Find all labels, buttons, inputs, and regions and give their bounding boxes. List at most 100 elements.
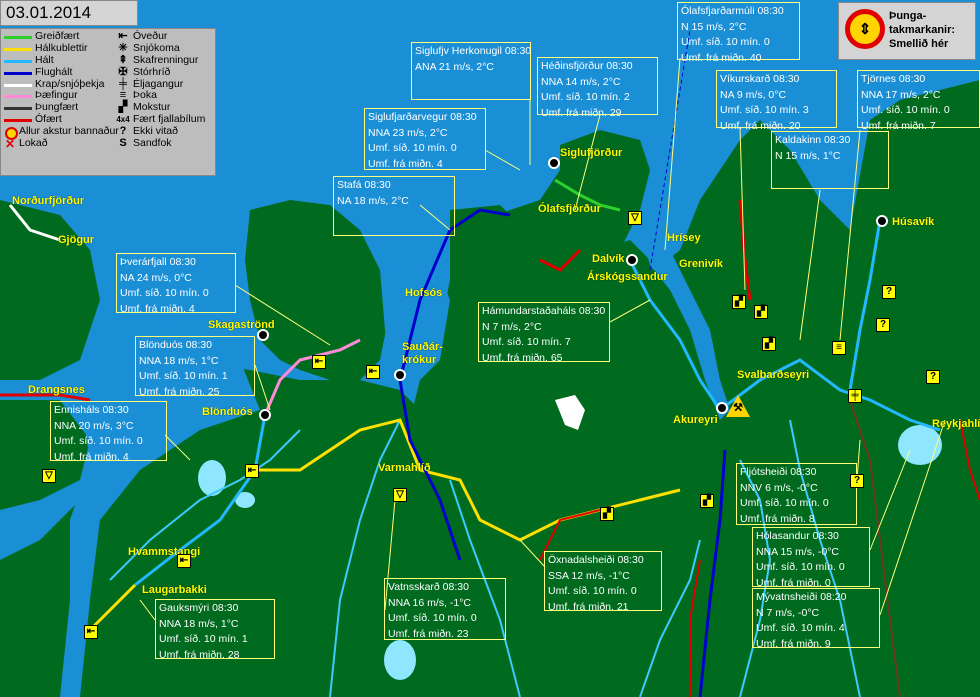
land-west-low [0, 400, 90, 510]
legend-item: Þungfært [1, 101, 119, 114]
sandstorm-icon: S [119, 137, 127, 150]
legend-item: Ófært [1, 113, 119, 126]
station-reading: Umf. síð. 10 mín. 7 [482, 336, 571, 349]
land-east-far [850, 90, 980, 420]
station-reading: Umf. síð. 10 mín. 0 [548, 585, 637, 598]
legend-item: ▞Mokstur [113, 101, 205, 114]
station-reading: Umf. frá miðn. 9 [756, 637, 831, 650]
station-reading: Umf. síð. 10 mín. 2 [541, 91, 630, 104]
legend-swatch: ✕ [5, 137, 16, 152]
plow-icon[interactable]: ▞ [700, 494, 714, 508]
question-icon[interactable]: ? [850, 474, 864, 488]
station-reading: ANA 21 m/s, 2°C [415, 60, 494, 73]
camera-icon[interactable] [548, 157, 560, 169]
plow-icon[interactable]: ▞ [754, 305, 768, 319]
legend-swatch [4, 71, 32, 75]
place-varmahlid: Varmahlíð [378, 462, 431, 474]
weight-restrictions-link[interactable]: ⇕ Þunga-takmarkanir: Smellið hér [838, 2, 976, 60]
station-name: Siglufjarðarvegur 08:30 [368, 111, 477, 123]
road-ofaert-6 [738, 199, 752, 301]
station-name: Hólasandur 08:30 [756, 530, 839, 542]
station-name: Ennisháls 08:30 [54, 404, 129, 416]
place-reykjahlid: Reykjahlíð [932, 418, 980, 430]
snow-shower-icon[interactable]: ╪ [848, 389, 862, 403]
camera-icon[interactable] [259, 409, 271, 421]
station-hamund[interactable]: Hámundarstaðaháls 08:30 N 7 m/s, 2°C Umf. … [478, 302, 610, 364]
station-reading: Umf. frá miðn. 4 [120, 302, 195, 315]
station-name: Mývatnsheiði 08:20 [756, 591, 847, 603]
station-name: Hámundarstaðaháls 08:30 [482, 305, 606, 317]
snow-shower-icon: ╪ [119, 77, 127, 90]
lake [384, 640, 416, 680]
station-reading: N 7 m/s, -0°C [756, 606, 820, 619]
station-name: Stafá 08:30 [337, 179, 391, 191]
road-hall-4 [719, 358, 941, 432]
plow-icon[interactable]: ▞ [762, 337, 776, 351]
legend-weather: ⇤Óveður✳Snjókoma⇞Skafrenningur✠Stórhríð╪… [113, 30, 205, 150]
camera-icon[interactable] [876, 215, 888, 227]
legend-label: Skafrenningur [133, 53, 199, 66]
wind-icon[interactable]: ⇤ [177, 554, 191, 568]
station-reading: Umf. síð. 10 mín. 1 [139, 370, 228, 383]
legend-item: ✳Snjókoma [113, 42, 205, 55]
wind-icon[interactable]: ⇤ [84, 625, 98, 639]
plow-icon[interactable]: ▞ [600, 507, 614, 521]
wind-icon[interactable]: ⇤ [366, 365, 380, 379]
station-reading: SSA 12 m/s, -1°C [548, 569, 630, 582]
station-reading: N 7 m/s, 2°C [482, 320, 542, 333]
station-reading: Umf. síð. 10 mín. 0 [681, 36, 770, 49]
drifting-snow-icon[interactable]: ▽ [42, 469, 56, 483]
legend-item: Hált [1, 54, 119, 67]
camera-icon[interactable] [394, 369, 406, 381]
plow-icon[interactable]: ▞ [732, 295, 746, 309]
station-reading: NA 24 m/s, 0°C [120, 271, 192, 284]
camera-icon[interactable] [257, 329, 269, 341]
legend-label: Þæfingur [35, 89, 78, 102]
station-reading: Umf. frá miðn. 29 [541, 106, 622, 119]
wind-icon[interactable]: ⇤ [312, 355, 326, 369]
drifting-snow-icon[interactable]: ▽ [628, 211, 642, 225]
eyjafjordur-water [640, 230, 730, 420]
legend-swatch [4, 107, 32, 111]
station-name: Vatnsskarð 08:30 [388, 581, 469, 593]
road-greidfaert [554, 178, 621, 212]
legend-swatch [4, 119, 32, 123]
fog-icon[interactable]: ≡ [832, 341, 846, 355]
legend-label: Sandfok [133, 137, 172, 150]
place-saudarkrokur: Sauðár- krókur [402, 341, 443, 366]
road-hall-2 [134, 414, 267, 587]
question-icon[interactable]: ? [926, 370, 940, 384]
drifting-snow-icon[interactable]: ▽ [393, 488, 407, 502]
question-icon[interactable]: ? [876, 318, 890, 332]
camera-icon[interactable] [716, 402, 728, 414]
river [739, 459, 772, 697]
question-icon[interactable]: ? [882, 285, 896, 299]
place-akureyri: Akureyri [673, 414, 718, 426]
legend-swatch [4, 83, 32, 87]
road-hall-5 [848, 219, 882, 391]
station-reading: NNA 20 m/s, 3°C [54, 419, 134, 432]
road-hall [8, 204, 61, 242]
place-husavik: Húsavík [892, 216, 935, 228]
legend-item: ⇤Óveður [113, 30, 205, 43]
camera-icon[interactable] [626, 254, 638, 266]
wind-icon[interactable]: ⇤ [245, 464, 259, 478]
